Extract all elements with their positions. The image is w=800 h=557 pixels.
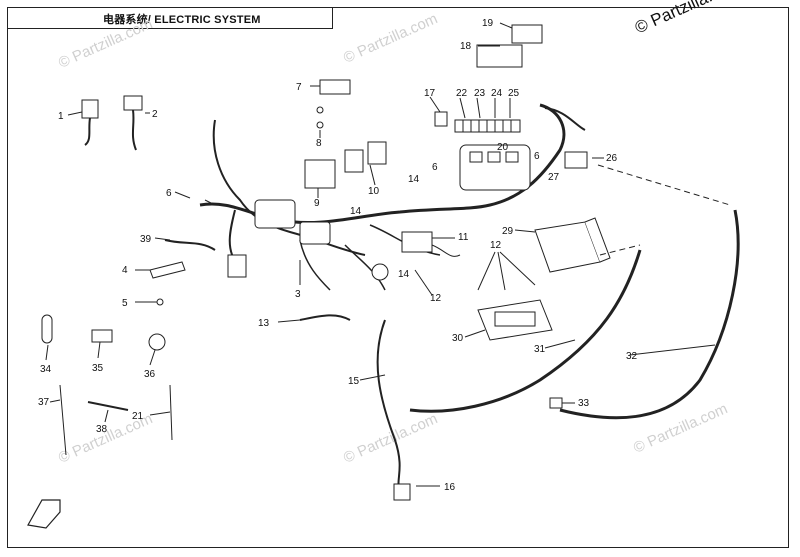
callout-label: 29: [502, 226, 514, 237]
part-30-ecu: [477, 299, 553, 341]
harness-branch: [544, 107, 586, 131]
front-arrow-icon: [27, 499, 61, 529]
callout-label: 32: [626, 351, 638, 362]
callout-label: 14: [350, 206, 362, 217]
callout-label: 39: [140, 234, 152, 245]
callout-label: 19: [482, 18, 494, 29]
part-15-connector: [393, 483, 411, 501]
fuse-slot: [469, 151, 483, 163]
callout-label: 17: [424, 88, 436, 99]
callout-label: 14: [408, 174, 420, 185]
callout-label: 3: [295, 289, 301, 300]
diagram-title: 电器系统/ ELECTRIC SYSTEM: [103, 14, 261, 26]
callout-label: 30: [452, 333, 464, 344]
part-38-tie: [87, 401, 129, 411]
harness-branch: [299, 239, 331, 291]
fuse-slot: [487, 151, 501, 163]
callout-label: 8: [316, 138, 322, 149]
callout-label: 20: [497, 142, 509, 153]
callout-label: 34: [40, 364, 52, 375]
part-18-module: [476, 44, 523, 68]
callout-label: 6: [166, 188, 172, 199]
callout-label: 6: [432, 162, 438, 173]
part-37-tie: [59, 384, 67, 456]
harness-branch: [344, 244, 386, 291]
callout-label: 16: [444, 482, 456, 493]
part-34-grommet: [41, 314, 53, 344]
part-19-cover: [511, 24, 543, 44]
part-2-switch: [123, 95, 143, 111]
callout-label: 9: [314, 198, 320, 209]
part-36-cap: [148, 333, 166, 351]
fuse-slot: [505, 151, 519, 163]
part-9-relay: [304, 159, 336, 189]
callout-label: 24: [491, 88, 503, 99]
part-31-cable: [409, 249, 642, 413]
part-8-bolt: [316, 106, 324, 114]
part-26-connector: [564, 151, 588, 169]
ecu-label: [494, 311, 536, 327]
fuse-box: [459, 144, 531, 191]
callout-label: 23: [474, 88, 486, 99]
part-15-wire: [376, 319, 401, 491]
callout-label: 31: [534, 344, 546, 355]
part-21-tie: [169, 384, 173, 441]
connector: [227, 254, 247, 278]
callout-label: 12: [490, 240, 502, 251]
callout-label: 11: [458, 232, 469, 243]
callout-labels: 1 2 3 4 5 6 6 6 7 8 9 10 11 12 12 13 14 …: [38, 18, 638, 493]
callout-label: 38: [96, 424, 108, 435]
callout-label: 7: [296, 82, 302, 93]
callout-label: 21: [132, 411, 144, 422]
part-10-relay: [367, 141, 387, 165]
part-11-regulator: [401, 231, 433, 253]
callout-label: 1: [58, 111, 64, 122]
part-32-cable: [559, 209, 740, 420]
part-35-connector: [91, 329, 113, 343]
callout-label: 18: [460, 41, 472, 52]
callout-label: 4: [122, 265, 128, 276]
diagram-frame: [7, 7, 789, 548]
callout-label: 13: [258, 318, 270, 329]
part-39-wire: [164, 239, 216, 251]
part-17-relay: [434, 111, 448, 127]
callout-label: 5: [122, 298, 128, 309]
harness-junction: [254, 199, 296, 229]
callout-label: 33: [578, 398, 590, 409]
callout-label: 37: [38, 397, 50, 408]
part-10-relay: [344, 149, 364, 173]
callout-label: 22: [456, 88, 468, 99]
part-7-relay: [319, 79, 351, 95]
callout-label: 26: [606, 153, 618, 164]
part-1-switch: [81, 99, 99, 119]
part-13-wire: [299, 314, 351, 321]
harness-ring: [371, 263, 389, 281]
harness-junction: [299, 221, 331, 245]
harness-branch: [212, 119, 366, 256]
callout-label: 2: [152, 109, 158, 120]
part-8-bolt: [316, 121, 324, 129]
callout-label: 12: [430, 293, 442, 304]
callout-label: 15: [348, 376, 360, 387]
callout-label: 36: [144, 369, 156, 380]
title-box: [7, 7, 333, 29]
callout-label: 14: [398, 269, 410, 280]
part-5-bolt: [156, 298, 164, 306]
callout-label: 35: [92, 363, 104, 374]
callout-label: 10: [368, 186, 380, 197]
part-4-bracket: [149, 261, 186, 279]
part-33-connector: [549, 397, 563, 409]
callout-label: 27: [548, 172, 560, 183]
callout-label: 25: [508, 88, 520, 99]
callout-label: 6: [534, 151, 540, 162]
